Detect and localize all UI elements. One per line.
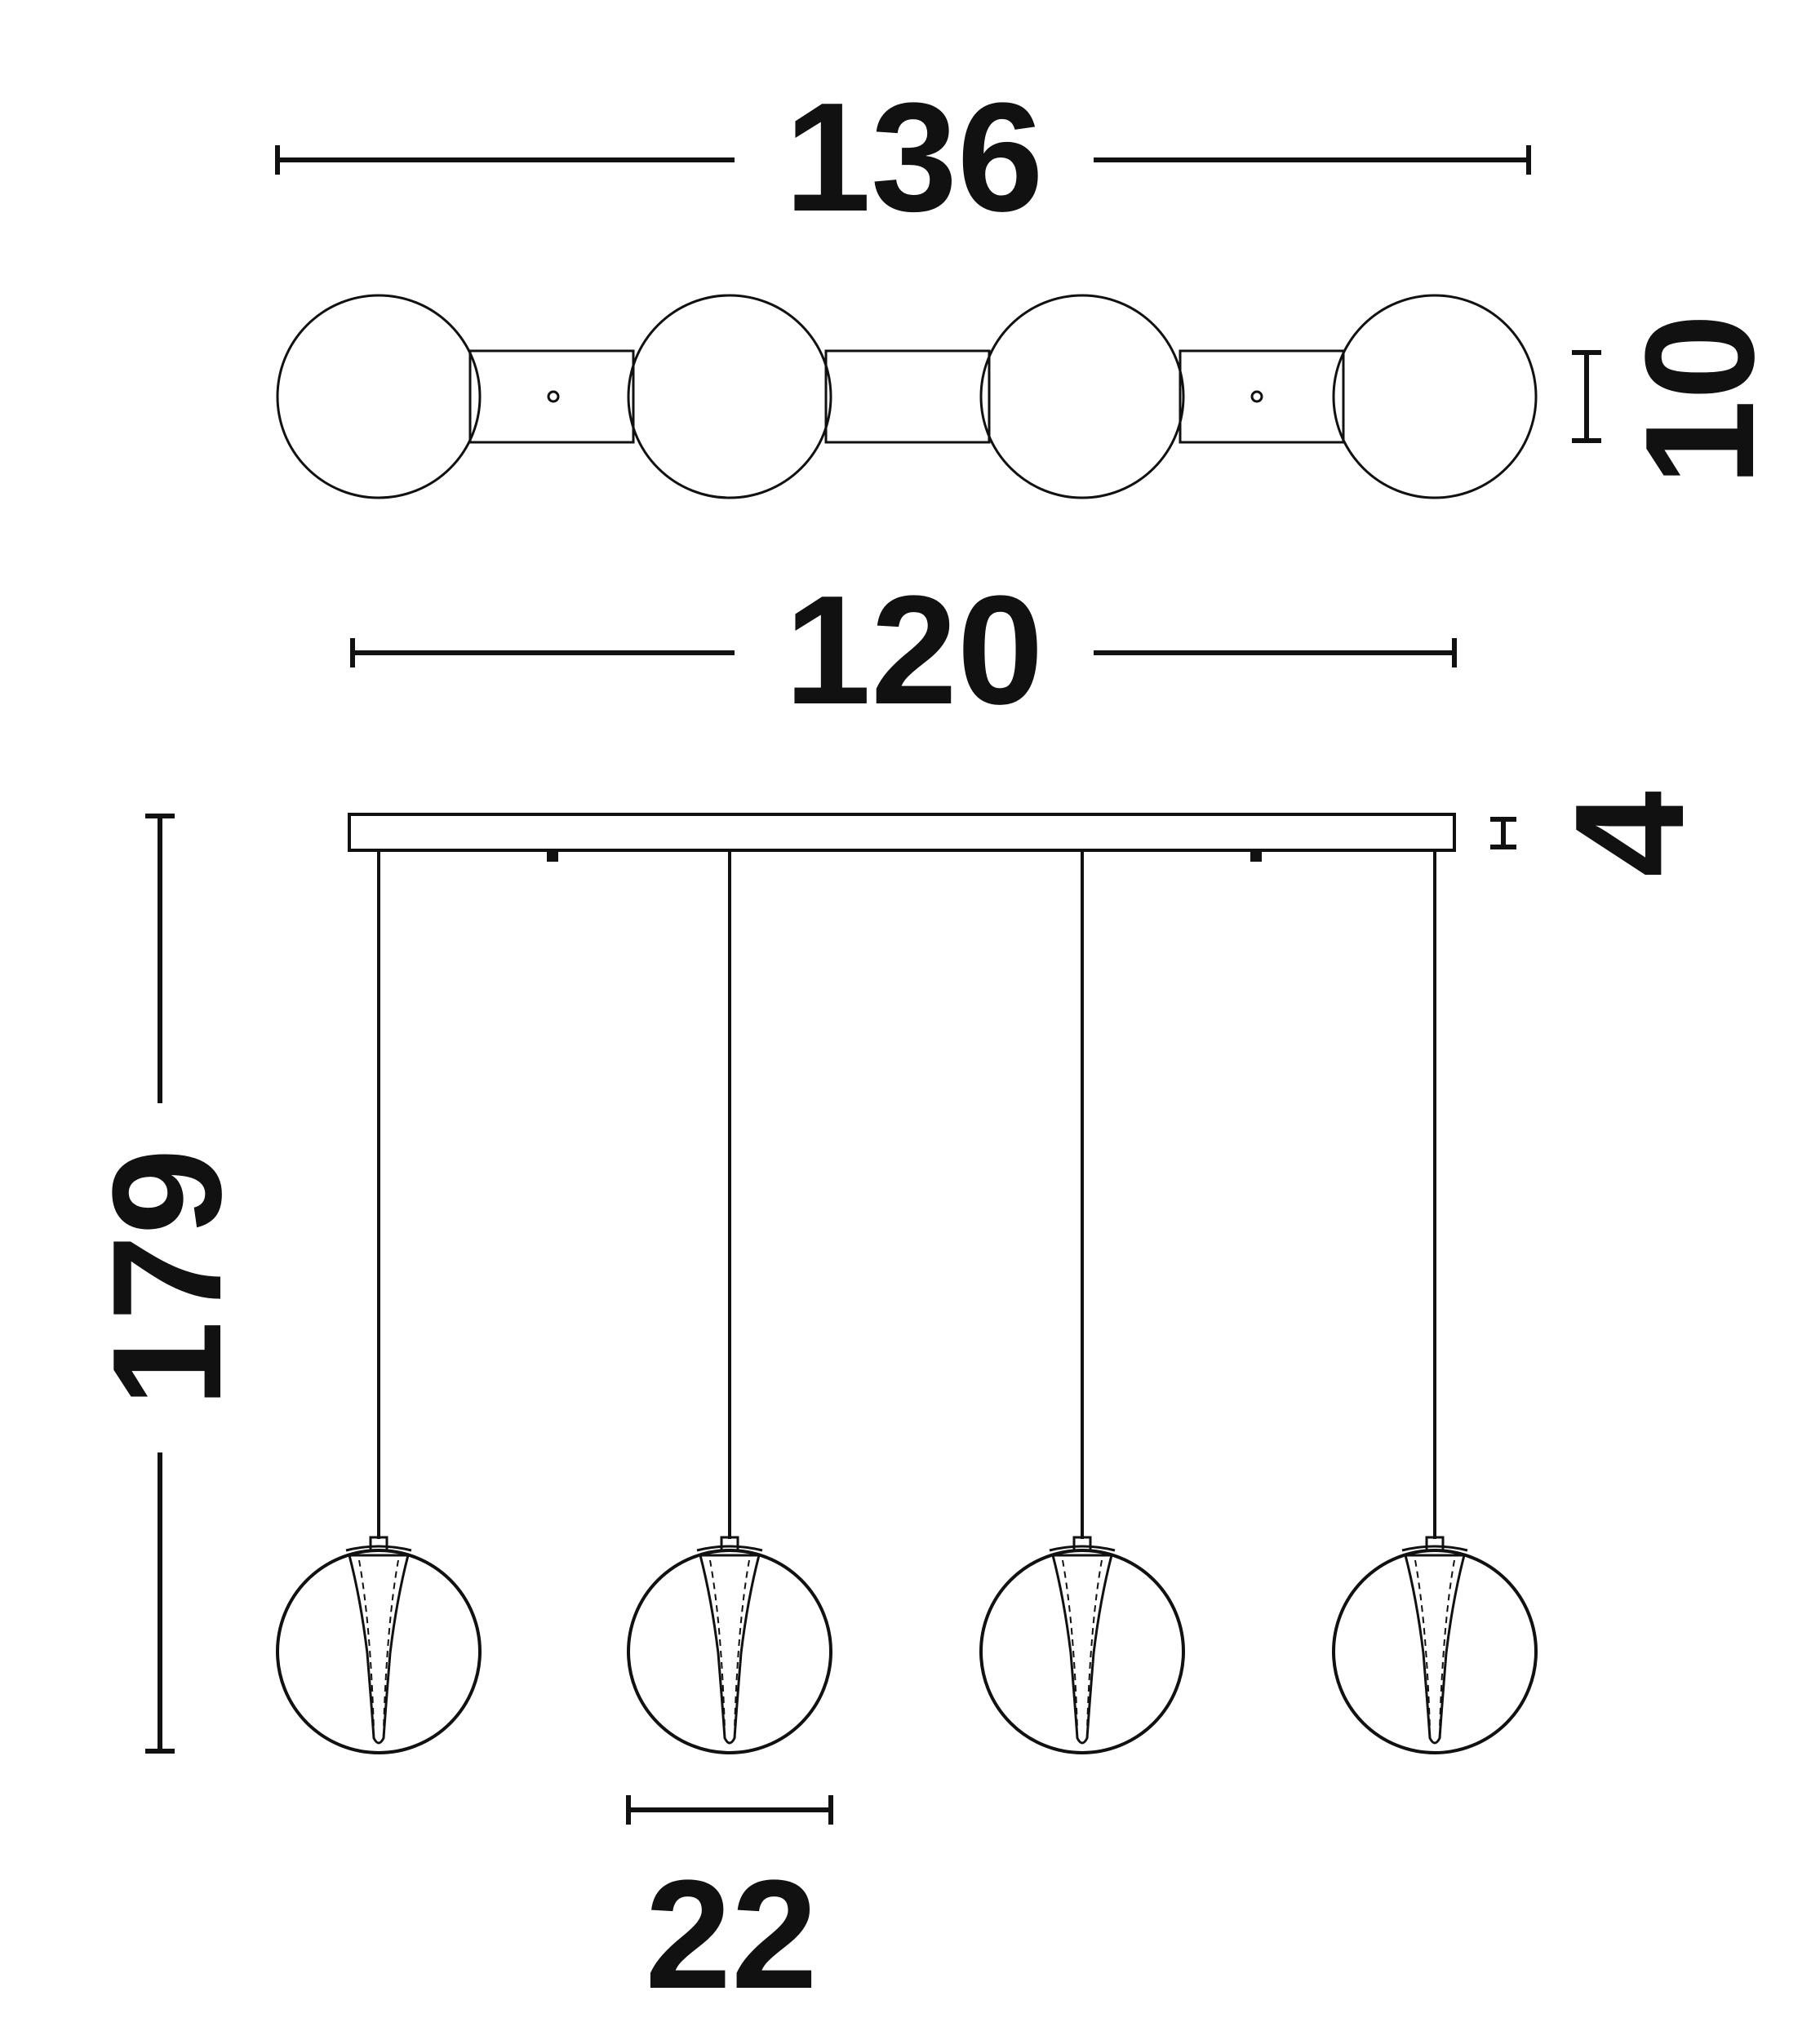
overall-length-label: 136 (784, 71, 1043, 244)
canopy-length-dimension: 120 (350, 564, 1457, 737)
pendant (979, 850, 1185, 1754)
pendant (627, 850, 832, 1754)
top-view-bar (468, 349, 1345, 444)
top-depth-label: 10 (1614, 313, 1787, 486)
canopy (348, 813, 1456, 862)
cord-grip (369, 1536, 388, 1552)
pendant-globe (276, 1549, 482, 1754)
top-depth-dimension: 10 (1572, 313, 1787, 486)
top-view-globes (276, 294, 1538, 499)
pendant-globe (979, 1549, 1185, 1754)
overall-length-dimension: 136 (275, 71, 1531, 244)
globe-diameter-dimension: 22 (626, 1795, 833, 2021)
cord-grip (1425, 1536, 1445, 1552)
pendant-globe (627, 1549, 832, 1754)
canopy-length-label: 120 (784, 564, 1043, 737)
mount-hole (1250, 390, 1263, 403)
canopy-screw (547, 850, 558, 862)
light-fixture-shade (699, 1554, 761, 1745)
globe-top-view (1332, 294, 1538, 499)
pendant (1332, 850, 1538, 1754)
pendant (276, 850, 482, 1754)
light-fixture-shade (1051, 1554, 1113, 1745)
mount-hole (547, 390, 560, 403)
cord-grip (720, 1536, 739, 1552)
light-fixture-shade (1404, 1554, 1466, 1745)
canopy-height-dimension: 4 (1490, 791, 1716, 877)
globe-top-view (979, 294, 1185, 499)
cord-grip (1072, 1536, 1092, 1552)
globe-top-view (627, 294, 832, 499)
front-view: 120 4 179 (81, 564, 1716, 2021)
total-height-dimension: 179 (81, 814, 254, 1754)
globe-top-view (276, 294, 482, 499)
pendants (276, 850, 1538, 1754)
top-view: 136 10 (275, 71, 1787, 499)
total-height-label: 179 (81, 1148, 254, 1407)
light-fixture-shade (348, 1554, 410, 1745)
globe-diameter-label: 22 (645, 1848, 817, 2021)
pendant-globe (1332, 1549, 1538, 1754)
canopy-height-label: 4 (1543, 791, 1716, 877)
canopy-screw (1250, 850, 1262, 862)
